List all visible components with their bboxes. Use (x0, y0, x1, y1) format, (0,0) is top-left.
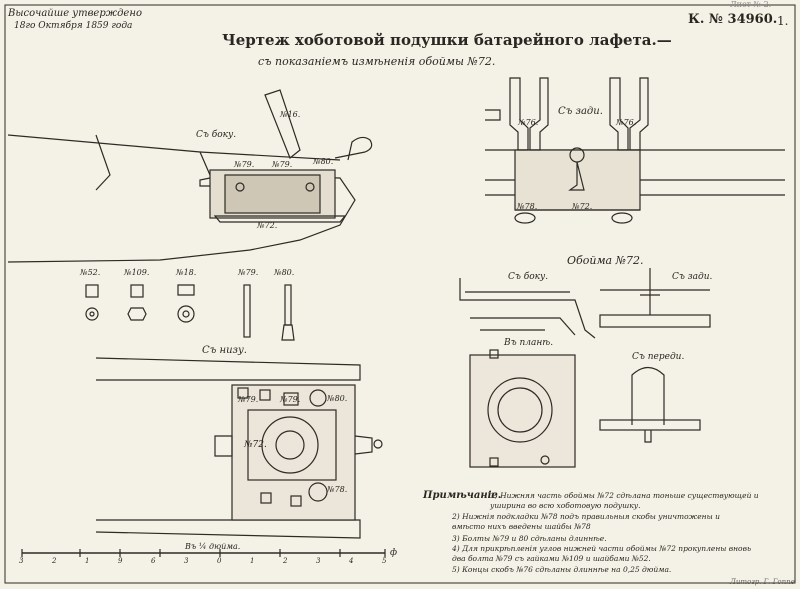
scale-tick-label: 6 (151, 557, 156, 565)
label-n79-side: №79. (234, 160, 255, 169)
label-n72-side: №72. (257, 221, 278, 230)
scale-tick-label: 1 (250, 557, 255, 565)
clip-plan-label: Въ планѣ. (504, 338, 554, 348)
drawing-title: Чертеж хоботовой подушки батарейного лаф… (222, 31, 672, 49)
scale-caption: Въ ¼ дюйма. (185, 542, 241, 551)
note-3: 3) Болты №79 и 80 сдѣланы длиннѣе. (452, 534, 607, 543)
label-n79-bottom: №79. (238, 395, 259, 404)
scale-tick-label: 9 (118, 557, 123, 565)
clip-front-label: Съ переди. (632, 352, 685, 362)
label-n79-side-b: №79. (272, 160, 293, 169)
scale-tick-label: 3 (184, 557, 189, 565)
notes-heading: Примѣчаніе. (423, 490, 502, 501)
note-4: 4) Для прикрѣпленія углов нижней части о… (452, 544, 752, 563)
scale-tick-label: 1 (85, 557, 90, 565)
note-2: 2) Нижнія подкладки №78 подъ правильныя … (452, 512, 720, 531)
corner-text: Лист № 2. (730, 0, 772, 9)
sheet-number: 1. (777, 14, 789, 28)
note-5: 5) Концы скобъ №76 сдѣланы длиннѣе на 0,… (452, 565, 672, 574)
clip-rear-label: Съ зади. (672, 272, 713, 282)
label-n52: №52. (80, 268, 101, 277)
sheet-border (4, 4, 796, 584)
scale-unit: ф (390, 548, 398, 558)
label-n16: №16. (280, 110, 301, 119)
parts-row-drawing (85, 284, 295, 341)
side-view-drawing (7, 89, 373, 263)
clip-side-label: Съ боку. (508, 272, 549, 282)
label-n80-bottom: №80. (327, 394, 348, 403)
label-n79-part: №79. (238, 268, 259, 277)
label-n76-left: №76. (518, 118, 539, 127)
scale-tick-label: 2 (283, 557, 288, 565)
rear-view-drawing (485, 77, 785, 224)
label-n72-rear: №72. (572, 202, 593, 211)
side-view-label: Съ боку. (196, 130, 237, 140)
approval-line-1: Высочайше утверждено (8, 8, 142, 19)
drawing-subtitle: съ показаніемъ измѣненія обоймы №72. (258, 55, 496, 68)
label-n79-bottom-b: №79. (280, 395, 301, 404)
scale-tick-label: 3 (316, 557, 321, 565)
label-n18: №18. (176, 268, 197, 277)
label-n76-right: №76. (616, 118, 637, 127)
bottom-view-drawing (95, 357, 383, 539)
footer-credit: Литогр. Г. Гоппе (730, 578, 795, 586)
label-n80-side: №80. (313, 157, 334, 166)
label-n80-part: №80. (274, 268, 295, 277)
scale-tick-label: 3 (19, 557, 24, 565)
scale-tick-label: 4 (349, 557, 354, 565)
note-1: 1) Нижняя часть обоймы №72 сдѣлана тоньш… (490, 491, 759, 510)
scale-bar-drawing (21, 549, 386, 557)
label-n78-bottom: №78. (327, 485, 348, 494)
approval-line-2: 18го Октября 1859 года (14, 21, 133, 31)
rear-view-label: Съ зади. (558, 106, 603, 117)
scale-tick-label: 0 (217, 557, 222, 565)
bottom-view-label: Съ низу. (202, 345, 247, 356)
scale-tick-label: 2 (52, 557, 57, 565)
label-n72-bottom: №72. (244, 440, 267, 450)
label-n78-rear: №78. (517, 202, 538, 211)
label-n109: №109. (124, 268, 150, 277)
clip-views-drawing (459, 268, 711, 468)
drawing-number: К. № 34960. (688, 12, 778, 27)
clip-title: Обойма №72. (567, 254, 644, 267)
scale-tick-label: 5 (382, 557, 387, 565)
